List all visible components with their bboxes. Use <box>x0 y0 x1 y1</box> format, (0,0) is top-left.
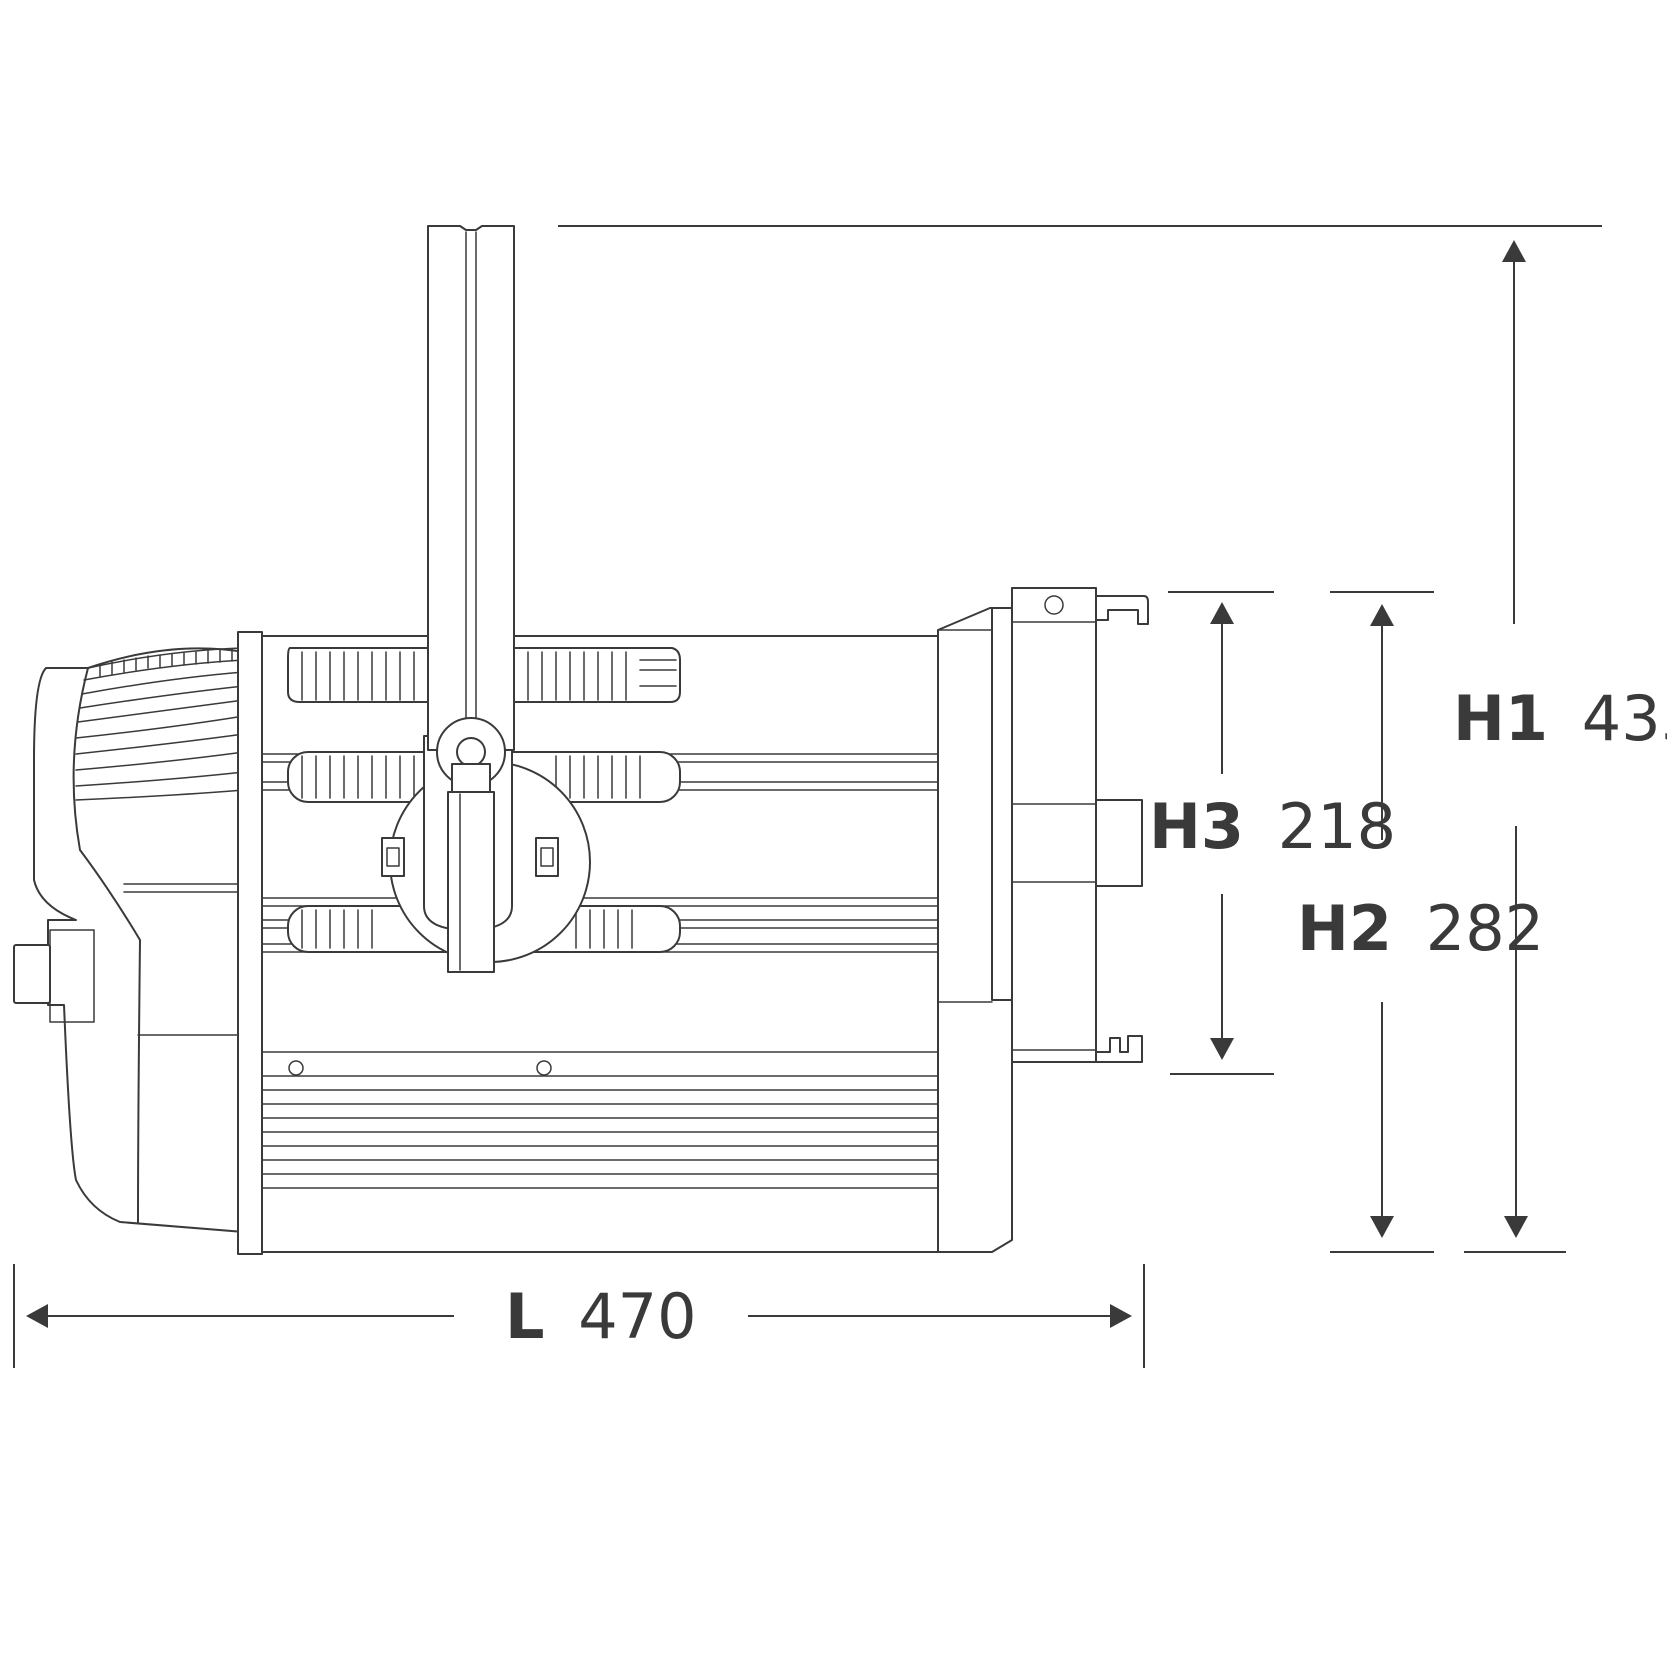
main-body <box>261 635 939 1253</box>
rear-cap <box>13 647 245 1233</box>
h2-code: H2 <box>1297 892 1392 965</box>
l-value: 470 <box>578 1280 696 1353</box>
h3-arrow-up <box>1210 602 1234 624</box>
h2-label: H2 282 <box>1297 892 1544 965</box>
l-label: L 470 <box>505 1280 697 1353</box>
l-arrow-right <box>1110 1304 1132 1328</box>
h1-code: H1 <box>1453 682 1548 755</box>
h1-arrow-up <box>1502 240 1526 262</box>
h3-arrow-down <box>1210 1038 1234 1060</box>
h2-arrow-down <box>1370 1216 1394 1238</box>
h1-arrow-down <box>1504 1216 1528 1238</box>
front-section <box>937 587 1149 1253</box>
rear-flange <box>237 631 263 1255</box>
h2-value: 282 <box>1426 892 1544 965</box>
h3-value: 218 <box>1278 790 1396 863</box>
l-code: L <box>505 1280 545 1353</box>
mounting-yoke <box>381 225 591 973</box>
h2-arrow-up <box>1370 604 1394 626</box>
h1-label: H1 435 <box>1453 682 1667 755</box>
h1-value: 435 <box>1582 682 1667 755</box>
h3-label: H3 218 <box>1149 790 1396 863</box>
dimension-lines <box>13 225 1602 1368</box>
l-arrow-left <box>26 1304 48 1328</box>
dimension-labels: H1 435 H3 218 H2 282 L 470 <box>505 682 1667 1353</box>
luminaire-side-view <box>13 225 1149 1255</box>
h3-code: H3 <box>1149 790 1244 863</box>
